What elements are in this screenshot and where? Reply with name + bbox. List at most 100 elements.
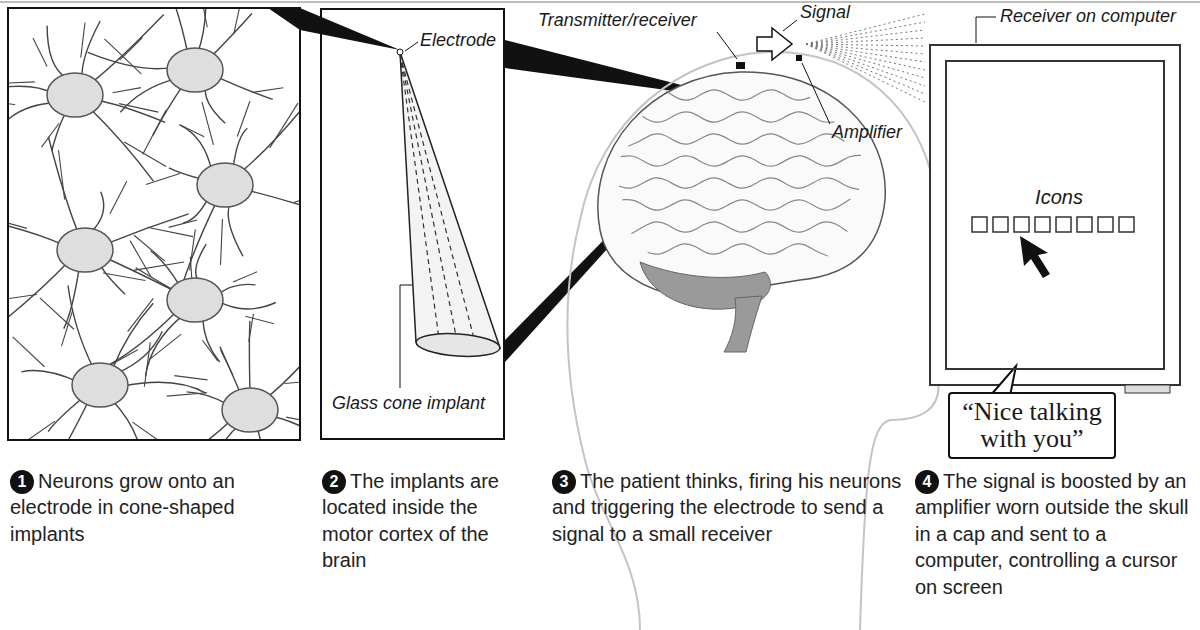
brain-stem xyxy=(724,296,762,352)
dendrite xyxy=(100,263,125,294)
dendrite xyxy=(216,76,273,99)
dendrite-branch xyxy=(9,216,27,228)
dendrite xyxy=(162,9,188,53)
dendrite xyxy=(241,109,299,172)
top-rule xyxy=(0,1,1200,3)
screen-label: Icons xyxy=(951,186,1167,209)
transmitter xyxy=(736,62,745,69)
neuron-body xyxy=(167,48,223,92)
signal-wave xyxy=(806,22,925,44)
amplifier xyxy=(796,55,802,61)
dendrite-branch xyxy=(197,9,208,27)
brain-fold xyxy=(642,112,834,123)
dendrite-branch xyxy=(110,181,127,214)
brain-fold xyxy=(631,222,847,234)
neuron-body xyxy=(57,228,113,272)
dendrite xyxy=(211,14,252,58)
dendrite-branch xyxy=(9,96,15,105)
dendrite xyxy=(228,202,243,256)
dendrite-branch xyxy=(33,38,47,67)
signal-wave xyxy=(806,44,925,70)
dendrite xyxy=(112,400,139,439)
electrode-wire xyxy=(400,54,476,346)
dendrite xyxy=(122,382,206,393)
speech-bubble: “Nice talking with you” xyxy=(948,392,1116,459)
dendrite-branch xyxy=(143,110,166,154)
leader-bracket xyxy=(976,17,996,43)
cone-base xyxy=(415,331,500,359)
dendrite-branch xyxy=(202,102,213,145)
dendrite xyxy=(9,217,64,245)
dendrite-branch xyxy=(149,334,181,359)
neuron-body xyxy=(167,278,223,322)
dendrite-branch xyxy=(9,294,37,301)
glass-cone xyxy=(400,52,500,348)
leader-line xyxy=(783,20,797,31)
dendrite-branch xyxy=(104,39,141,74)
dendrite-branch xyxy=(128,298,154,331)
signal-wave xyxy=(806,44,925,46)
implant-panel: ElectrodeGlass cone implant xyxy=(320,8,505,440)
dendrite xyxy=(91,14,163,82)
dendrite-branch xyxy=(132,422,168,439)
neuron-group xyxy=(9,9,299,439)
icon-square xyxy=(1119,217,1134,232)
signal-wave xyxy=(806,38,925,44)
brain-fold xyxy=(628,134,844,146)
callout-number: 2 xyxy=(322,470,346,494)
step-caption: 3The patient thinks, firing his neurons … xyxy=(552,468,907,547)
speech-text: “Nice talking with you” xyxy=(956,398,1108,453)
dendrite-branch xyxy=(237,101,250,136)
icon-square xyxy=(1035,217,1050,232)
step-caption: 4The signal is boosted by an amplifier w… xyxy=(915,468,1195,600)
signal-wave xyxy=(806,44,925,94)
step-caption: 2The implants are located inside the mot… xyxy=(322,468,522,574)
part-label: Amplifier xyxy=(832,122,902,143)
dendrite-branch xyxy=(252,88,283,93)
brain-fold xyxy=(622,199,850,210)
dendrite-branch xyxy=(58,150,64,200)
dendrite-branch xyxy=(221,350,233,375)
electrode-wire xyxy=(400,54,458,346)
dendrite-branch xyxy=(285,379,299,383)
caption-text: The implants are located inside the moto… xyxy=(322,470,499,571)
dendrite-branch xyxy=(190,229,196,270)
dendrite xyxy=(105,258,176,292)
signal-arrow xyxy=(757,28,792,60)
icon-square xyxy=(1014,217,1029,232)
neuron-body xyxy=(72,363,128,407)
dendrite xyxy=(217,301,276,309)
icon-square xyxy=(1098,217,1113,232)
dendrite-branch xyxy=(234,9,246,34)
dendrite xyxy=(64,267,79,328)
dendrite xyxy=(112,303,153,370)
brain-fold xyxy=(621,155,861,166)
dendrite xyxy=(91,192,104,233)
dendrite xyxy=(117,331,163,373)
caption-text: The patient thinks, firing his neurons a… xyxy=(552,470,901,545)
brain-fold xyxy=(619,178,859,190)
leader-line xyxy=(400,285,412,388)
dendrite xyxy=(220,347,241,394)
dendrite xyxy=(203,317,220,362)
step-caption: 1Neurons grow onto an electrode in cone-… xyxy=(10,468,295,547)
brain xyxy=(598,72,885,302)
dendrite xyxy=(96,100,165,122)
callout-number: 4 xyxy=(915,470,939,494)
dendrite xyxy=(196,244,206,282)
neuron-body xyxy=(197,163,253,207)
signal-wave xyxy=(806,44,925,102)
dendrite-branch xyxy=(9,82,35,84)
dendrite-branch xyxy=(103,273,145,281)
dendrite xyxy=(47,26,67,79)
dendrite xyxy=(120,79,175,112)
dendrite xyxy=(90,108,154,181)
icon-square xyxy=(1077,217,1092,232)
neuron-body xyxy=(222,388,278,432)
dendrite xyxy=(106,214,189,244)
dendrite xyxy=(153,85,183,135)
electrode-wire xyxy=(400,54,440,346)
dendrite-branch xyxy=(124,142,166,167)
brain-fold xyxy=(648,244,828,256)
dendrite-branch xyxy=(146,173,180,184)
